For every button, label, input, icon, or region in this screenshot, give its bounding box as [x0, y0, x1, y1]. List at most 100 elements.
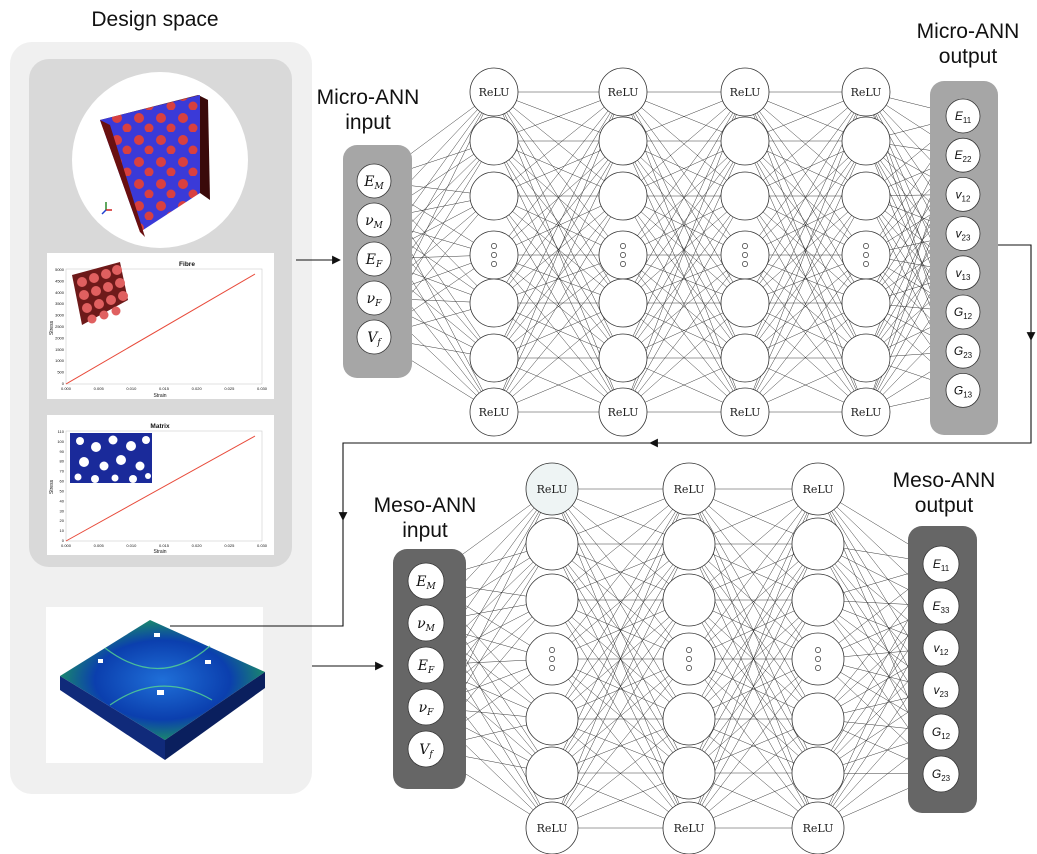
- meso-output-node: [922, 671, 960, 709]
- fibre-y-tick: 3500: [55, 301, 65, 306]
- micro-edge: [622, 140, 746, 359]
- fibre-x-tick: 0.025: [224, 386, 235, 391]
- matrix-x-tick: 0.000: [61, 543, 72, 548]
- micro-hidden-node: [598, 278, 648, 328]
- fibre-curve: [65, 273, 256, 385]
- micro-output-title-line1: Micro-ANN: [917, 20, 1020, 43]
- meso-edge: [551, 488, 690, 601]
- meso-relu-label: ReLU: [674, 483, 705, 496]
- micro-output-node: [945, 372, 981, 408]
- micro-output-node: [945, 294, 981, 330]
- micro-edge: [622, 140, 746, 256]
- micro-edge: [744, 140, 867, 256]
- fibre-plot-xlabel: Strain: [153, 393, 166, 399]
- fibre-x-tick: 0.030: [257, 386, 268, 391]
- matrix-section-image: [70, 433, 152, 483]
- fibre-y-tick: 4500: [55, 278, 65, 283]
- meso-output-node: [922, 545, 960, 583]
- matrix-y-tick: 80: [60, 459, 65, 464]
- meso-input-title-line2: input: [402, 519, 448, 542]
- return-to-meso-arrow: [338, 442, 650, 521]
- micro-edge: [744, 91, 867, 197]
- micro-output-title-line2: output: [939, 45, 998, 68]
- fibre-x-tick: 0.000: [61, 386, 72, 391]
- fibre-bundle-image: [72, 262, 128, 325]
- micro-input-title-line1: Micro-ANN: [317, 86, 420, 109]
- micro-hidden-node: [720, 387, 770, 437]
- meso-relu-label: ReLU: [537, 822, 568, 835]
- micro-edge: [493, 140, 624, 359]
- micro-to-meso-return-arrow: [649, 340, 1032, 448]
- micro-hidden-node: [841, 116, 891, 166]
- matrix-x-tick: 0.005: [94, 543, 105, 548]
- matrix-y-tick: 20: [60, 518, 65, 523]
- meso-edge: [551, 599, 690, 720]
- micro-edge: [493, 254, 624, 413]
- micro-ellipsis-dots: [491, 243, 497, 267]
- micro-relu-label: ReLU: [608, 406, 639, 419]
- micro-hidden-node: [720, 278, 770, 328]
- flow-arrows: [170, 244, 1036, 671]
- meso-hidden-node: [662, 801, 716, 854]
- fibre-y-tick: 4000: [55, 290, 65, 295]
- micro-relu-label: ReLU: [730, 86, 761, 99]
- laminate-mesh-image: [46, 607, 265, 763]
- meso-hidden-node: [525, 517, 579, 571]
- micro-edge: [493, 91, 624, 304]
- micro-edge: [744, 302, 867, 413]
- fibre-x-tick: 0.005: [94, 386, 105, 391]
- micro-hidden-node: [841, 333, 891, 383]
- meso-relu-label: ReLU: [674, 822, 705, 835]
- micro-relu-label: ReLU: [479, 406, 510, 419]
- meso-edge: [688, 658, 819, 774]
- micro-edge: [493, 302, 624, 413]
- meso-relu-label: ReLU: [803, 483, 834, 496]
- matrix-y-tick: 30: [60, 508, 65, 513]
- meso-ellipsis-dots: [686, 647, 692, 671]
- fibre-x-tick: 0.015: [159, 386, 170, 391]
- meso-output-node: [922, 629, 960, 667]
- micro-input-node: [356, 202, 392, 238]
- meso-edge: [551, 543, 690, 660]
- micro-edge: [493, 91, 624, 197]
- fibre-plot-title: Fibre: [179, 261, 195, 268]
- micro-input-node: [356, 163, 392, 199]
- meso-edge: [551, 488, 690, 720]
- matrix-x-tick: 0.025: [224, 543, 235, 548]
- micro-hidden-node: [469, 116, 519, 166]
- micro-hidden-node: [720, 171, 770, 221]
- micro-input-node: [356, 319, 392, 355]
- meso-edge: [551, 718, 690, 829]
- meso-hidden-node: [662, 573, 716, 627]
- meso-edge: [551, 658, 690, 774]
- fibre-y-tick: 1500: [55, 347, 65, 352]
- meso-input-title-line1: Meso-ANN: [374, 494, 477, 517]
- matrix-plot-xlabel: Strain: [153, 549, 166, 555]
- matrix-y-tick: 60: [60, 479, 65, 484]
- meso-output-node: [922, 587, 960, 625]
- meso-hidden-node: [525, 462, 579, 516]
- micro-relu-label: ReLU: [608, 86, 639, 99]
- micro-edge: [493, 254, 624, 359]
- fibre-x-tick: 0.010: [126, 386, 137, 391]
- micro-hidden-node: [469, 387, 519, 437]
- meso-edge: [688, 488, 819, 660]
- meso-hidden-node: [525, 801, 579, 854]
- design-space-title: Design space: [91, 8, 218, 31]
- meso-edge: [688, 658, 819, 829]
- meso-hidden-node: [525, 746, 579, 800]
- matrix-x-tick: 0.010: [126, 543, 137, 548]
- meso-input-node: [407, 688, 445, 726]
- micro-edge: [493, 140, 624, 304]
- micro-edge: [744, 254, 867, 359]
- micro-edge: [622, 254, 746, 359]
- meso-input-node: [407, 646, 445, 684]
- micro-hidden-node: [469, 171, 519, 221]
- micro-input-node: [356, 280, 392, 316]
- fibre-plot-ylabel: Stress: [49, 320, 55, 335]
- micro-edge: [744, 140, 867, 304]
- micro-hidden-node: [720, 116, 770, 166]
- fibre-x-tick: 0.020: [192, 386, 203, 391]
